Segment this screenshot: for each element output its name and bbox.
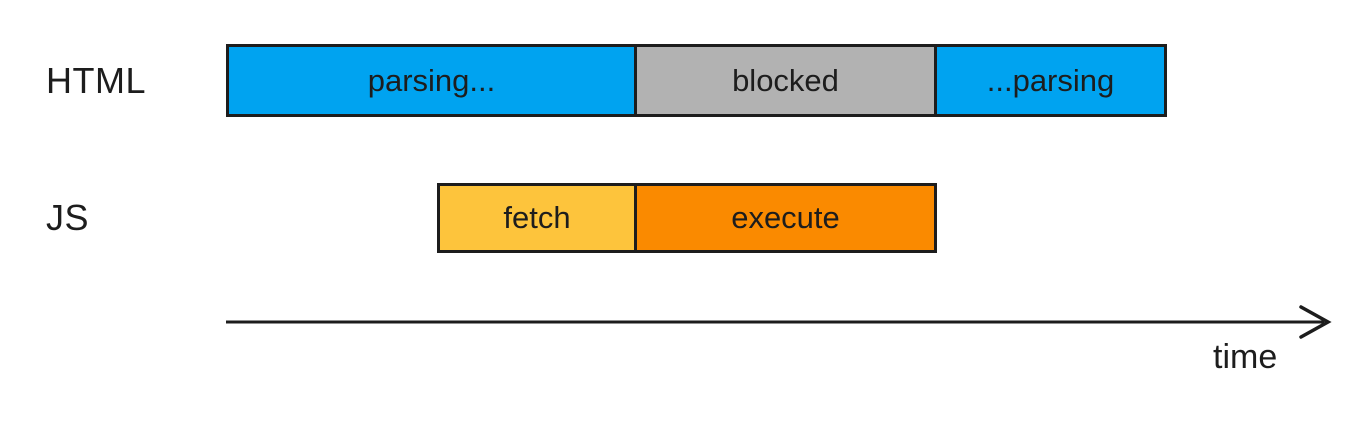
arrowhead-icon: [1299, 305, 1332, 339]
time-axis-label: time: [1213, 338, 1278, 376]
segment-execute: execute: [634, 183, 937, 253]
row-label-js: JS: [46, 197, 90, 238]
segment-blocked: blocked: [634, 44, 937, 117]
segment-parsing-end: ...parsing: [934, 44, 1167, 117]
time-axis-arrow: [226, 305, 1332, 339]
segment-fetch: fetch: [437, 183, 637, 253]
segment-parsing-start: parsing...: [226, 44, 637, 117]
html-timeline-bar: parsing... blocked ...parsing: [226, 44, 1167, 117]
js-timeline-bar: fetch execute: [437, 183, 937, 253]
row-label-html: HTML: [46, 59, 146, 101]
